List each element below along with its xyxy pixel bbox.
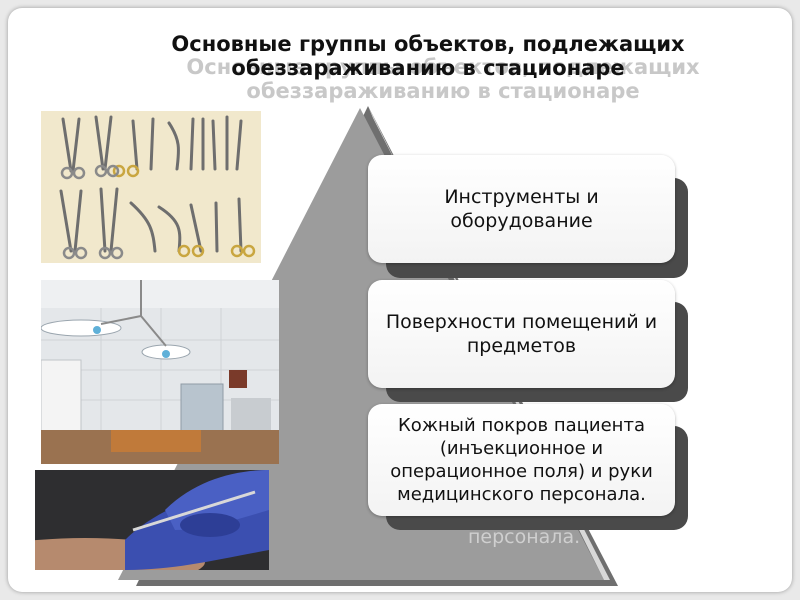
title-shadow: Основные группы объектов, подлежащих обе… — [186, 55, 700, 103]
surgical-instruments-photo — [41, 111, 261, 263]
card-surfaces-label: Поверхности помещений и предметов — [385, 311, 658, 357]
card-instruments-label: Инструменты и оборудование — [444, 186, 599, 232]
card-instruments: Инструменты и оборудование — [368, 155, 675, 263]
card-skin-hands-label: Кожный покров пациента (инъекционное и о… — [390, 415, 653, 505]
card-surfaces: Поверхности помещений и предметов — [368, 280, 675, 388]
slide: Основные группы объектов, подлежащих обе… — [8, 8, 792, 592]
operating-room-photo — [41, 280, 279, 464]
card-skin-hands: Кожный покров пациента (инъекционное и о… — [368, 404, 675, 516]
slide-title: Основные группы объектов, подлежащих обе… — [171, 32, 685, 80]
gloved-hands-injection-photo — [35, 470, 269, 570]
ghost-text: персонала. — [468, 526, 581, 548]
